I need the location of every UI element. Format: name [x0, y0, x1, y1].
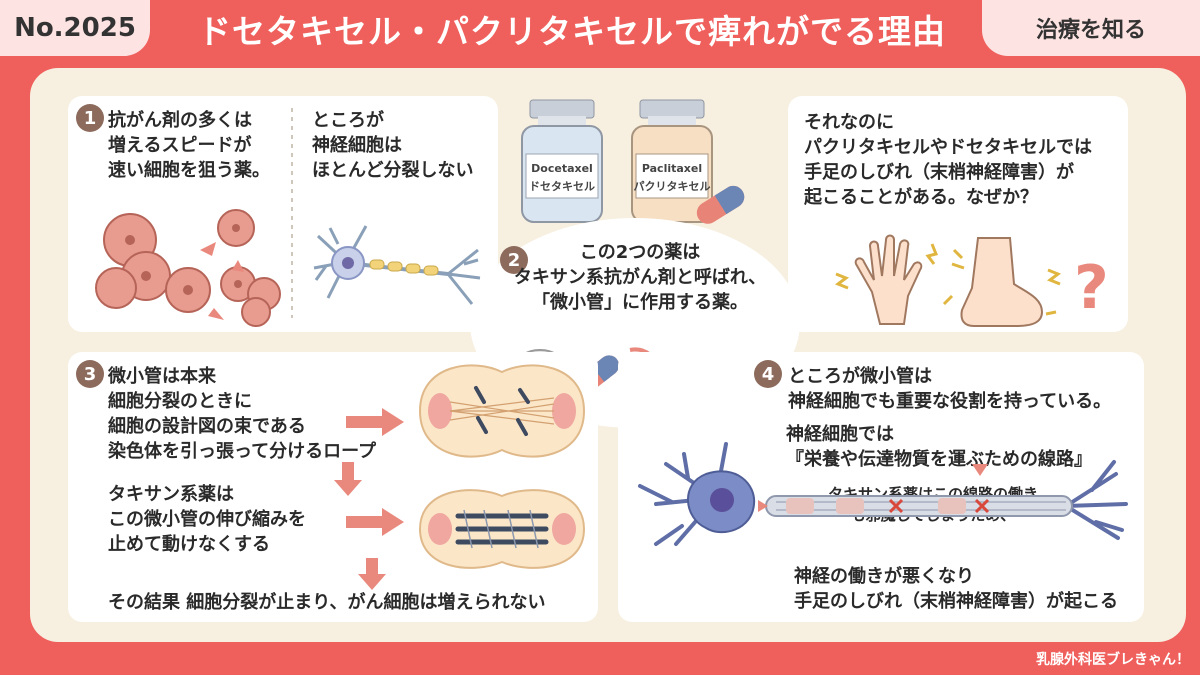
step-badge-3: 3 — [76, 360, 104, 388]
capsule-icon — [696, 185, 745, 224]
cell-division-illustration — [418, 364, 586, 458]
arrow-down-2 — [358, 558, 386, 590]
panel-3: 3 微小管は本来 細胞分裂のときに 細胞の設計図の束である 染色体を引っ張って分… — [68, 352, 598, 622]
neuron-illustration — [313, 225, 481, 305]
hand-foot-illustration: ? — [834, 234, 1109, 327]
issue-number: No.2025 — [0, 0, 150, 56]
panel-3-text-2: タキサン系薬は この微小管の伸び縮みを 止めて動けなくする — [108, 484, 306, 555]
blocked-division-illustration — [418, 489, 586, 569]
category-label: 治療を知る — [982, 0, 1200, 56]
neuron-transport-illustration — [638, 442, 1128, 546]
panel-2-text: この2つの薬は タキサン系抗がん剤と呼ばれ、 「微小管」に作用する薬。 — [513, 242, 767, 313]
question-text: それなのに パクリタキセルやドセタキセルでは 手足のしびれ（末梢神経障害）が 起… — [804, 112, 1092, 208]
dividing-line — [291, 108, 293, 318]
question-panel: それなのに パクリタキセルやドセタキセルでは 手足のしびれ（末梢神経障害）が 起… — [788, 96, 1128, 332]
panel-1-right-text: ところが 神経細胞は ほとんど分裂しない — [312, 110, 474, 181]
blocked-x-marks — [888, 498, 990, 514]
drug-vials-illustration: Docetaxel ドセタキセル Paclitaxel パクリタキセル — [521, 99, 745, 224]
hand-icon — [854, 234, 923, 325]
page-title: ドセタキセル・パクリタキセルで痺れがでる理由 — [198, 12, 946, 51]
paclitaxel-label-en: Paclitaxel — [642, 162, 702, 175]
arrow-right-2 — [346, 508, 404, 536]
dividing-cells-illustration — [95, 209, 281, 327]
panel-1-left-text: 抗がん剤の多くは 増えるスピードが 速い細胞を狙う薬。 — [108, 110, 270, 181]
axon-track — [765, 495, 1073, 517]
question-mark-icon: ? — [1074, 253, 1109, 323]
panel-4: 4 ところが微小管は 神経細胞でも重要な役割を持っている。 神経細胞では 『栄養… — [618, 352, 1144, 622]
foot-icon — [960, 237, 1044, 327]
panel-3-text-1: 微小管は本来 細胞分裂のときに 細胞の設計図の束である 染色体を引っ張って分ける… — [108, 366, 377, 462]
panel-4-text-4: 神経の働きが悪くなり 手足のしびれ（末梢神経障害）が起こる — [794, 566, 1118, 612]
step-badge-4: 4 — [754, 360, 782, 388]
arrow-right-1 — [346, 408, 404, 436]
paclitaxel-label-jp: パクリタキセル — [634, 180, 711, 193]
docetaxel-vial: Docetaxel ドセタキセル — [521, 99, 603, 223]
arrow-down-1 — [334, 462, 362, 496]
content-board: 1 抗がん剤の多くは 増えるスピードが 速い細胞を狙う薬。 ところが 神経細胞は… — [30, 68, 1186, 642]
docetaxel-label-en: Docetaxel — [531, 162, 593, 175]
docetaxel-label-jp: ドセタキセル — [529, 180, 595, 193]
panel-3-text-3: その結果 細胞分裂が止まり、がん細胞は増えられない — [108, 592, 546, 613]
panel-4-text-1: ところが微小管は 神経細胞でも重要な役割を持っている。 — [788, 366, 1112, 412]
tingling-marks — [834, 243, 1062, 316]
step-badge-1: 1 — [76, 104, 104, 132]
panel-1: 1 抗がん剤の多くは 増えるスピードが 速い細胞を狙う薬。 ところが 神経細胞は… — [68, 96, 498, 332]
panel-4-text-2: 神経細胞では 『栄養や伝達物質を運ぶための線路』 — [786, 424, 1092, 470]
paclitaxel-vial: Paclitaxel パクリタキセル — [631, 99, 713, 223]
author-credit: 乳腺外科医ブレきゃん！ — [1036, 652, 1190, 668]
step-badge-2: 2 — [500, 246, 528, 274]
